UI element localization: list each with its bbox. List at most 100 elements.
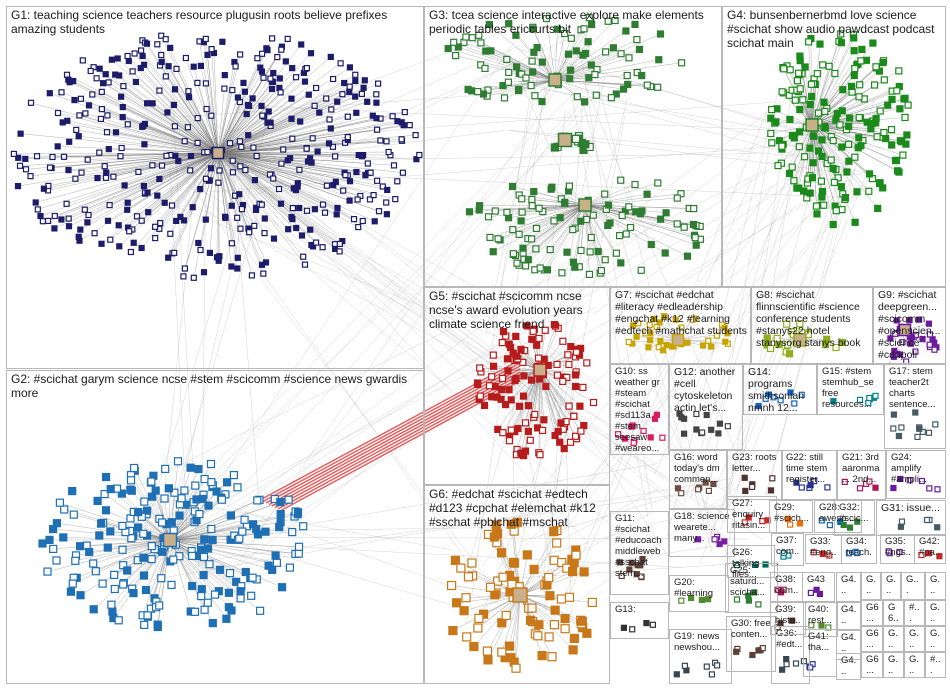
- group-label-g38: G38: com...: [775, 574, 799, 602]
- edge: [217, 61, 235, 154]
- group-label-g8: G8: #scichat flinnscientific #science co…: [756, 289, 861, 349]
- vertex: [364, 98, 371, 105]
- edge: [799, 339, 843, 343]
- group-label-g17: G17: stem teacher2t charts sentence...: [889, 366, 936, 410]
- vertex: [311, 206, 318, 213]
- edge: [169, 539, 276, 556]
- vertex: [298, 232, 306, 239]
- vertex: [289, 135, 296, 142]
- vertex: [180, 273, 187, 280]
- vertex: [359, 217, 366, 225]
- vertex: [346, 64, 353, 71]
- vertex: [71, 96, 78, 104]
- vertex: [329, 143, 336, 150]
- edge: [811, 90, 897, 126]
- vertex: [141, 120, 148, 128]
- group-label-g51: G...: [930, 574, 941, 596]
- edge: [197, 101, 875, 538]
- group-panel-g45: G4...: [836, 602, 861, 630]
- vertex: [85, 211, 92, 219]
- vertex: [124, 52, 131, 60]
- group-label-g58: #...: [909, 602, 920, 624]
- vertex: [79, 57, 86, 64]
- vertex: [162, 73, 169, 80]
- vertex: [311, 102, 318, 109]
- vertex: [251, 177, 258, 184]
- edge: [581, 60, 653, 511]
- vertex: [102, 174, 110, 181]
- vertex: [27, 99, 35, 106]
- edge: [217, 152, 396, 200]
- vertex: [91, 567, 100, 576]
- vertex: [258, 201, 265, 208]
- vertex: [102, 71, 109, 78]
- vertex: [118, 144, 125, 152]
- group-panel-g34: G34: teach...: [841, 534, 877, 564]
- vertex: [229, 86, 236, 94]
- vertex: [112, 129, 120, 136]
- edge: [217, 138, 313, 154]
- vertex: [265, 108, 272, 115]
- edge: [141, 152, 219, 249]
- group-panel-g56: G...: [883, 626, 904, 652]
- vertex: [81, 206, 88, 213]
- edge: [30, 152, 219, 177]
- vertex: [177, 213, 184, 220]
- vertex: [352, 93, 359, 100]
- vertex: [46, 90, 53, 97]
- group-label-g31: G31: issue...: [881, 502, 940, 514]
- vertex: [375, 80, 382, 87]
- vertex: [245, 132, 252, 139]
- edge: [689, 99, 823, 501]
- group-panel-g14: G14: programs smithsonian nmnh 12...: [743, 364, 817, 415]
- edge: [667, 95, 778, 536]
- edge: [48, 152, 219, 222]
- edge: [35, 152, 219, 203]
- group-label-g29: G29: #scich...: [774, 502, 809, 524]
- group-panel-g38: G38: com...: [770, 572, 803, 602]
- edge: [217, 152, 243, 210]
- vertex: [157, 220, 164, 227]
- vertex: [84, 156, 91, 163]
- vertex: [54, 143, 61, 150]
- edge: [217, 152, 358, 200]
- vertex: [344, 113, 351, 120]
- group-label-g48: G...: [866, 574, 877, 596]
- group-label-g59: G...: [930, 602, 941, 624]
- group-label-g55: G6...: [888, 602, 899, 625]
- vertex: [353, 109, 360, 116]
- edge: [147, 152, 219, 193]
- edge: [57, 112, 219, 154]
- group-label-g21: G21: 3rd aaronma... 2nd...: [842, 452, 880, 485]
- edge: [233, 327, 553, 570]
- edge: [210, 140, 846, 193]
- edge: [554, 29, 558, 81]
- vertex: [277, 200, 285, 207]
- edge: [549, 204, 586, 250]
- edge: [509, 594, 521, 647]
- vertex: [268, 85, 276, 93]
- vertex: [392, 196, 399, 203]
- vertex: [269, 35, 276, 42]
- edge: [115, 132, 219, 154]
- vertex: [207, 165, 215, 172]
- group-panel-g13: G13:: [610, 602, 669, 639]
- vertex: [307, 226, 314, 233]
- edge: [108, 148, 219, 154]
- vertex: [204, 51, 211, 59]
- edge: [573, 412, 672, 562]
- edge: [511, 59, 733, 566]
- vertex: [334, 204, 341, 212]
- group-label-g40: G40: rest...: [808, 604, 832, 626]
- vertex: [240, 79, 247, 87]
- vertex: [377, 137, 384, 144]
- group-label-g39: G39: histo...: [775, 604, 801, 635]
- vertex: [264, 46, 271, 54]
- vertex: [254, 55, 261, 62]
- group-panel-g24: G24: amplify #ampli...: [886, 450, 946, 499]
- vertex: [390, 162, 398, 169]
- edge: [169, 539, 261, 611]
- vertex: [223, 478, 232, 487]
- vertex: [112, 71, 119, 78]
- edge: [176, 68, 219, 154]
